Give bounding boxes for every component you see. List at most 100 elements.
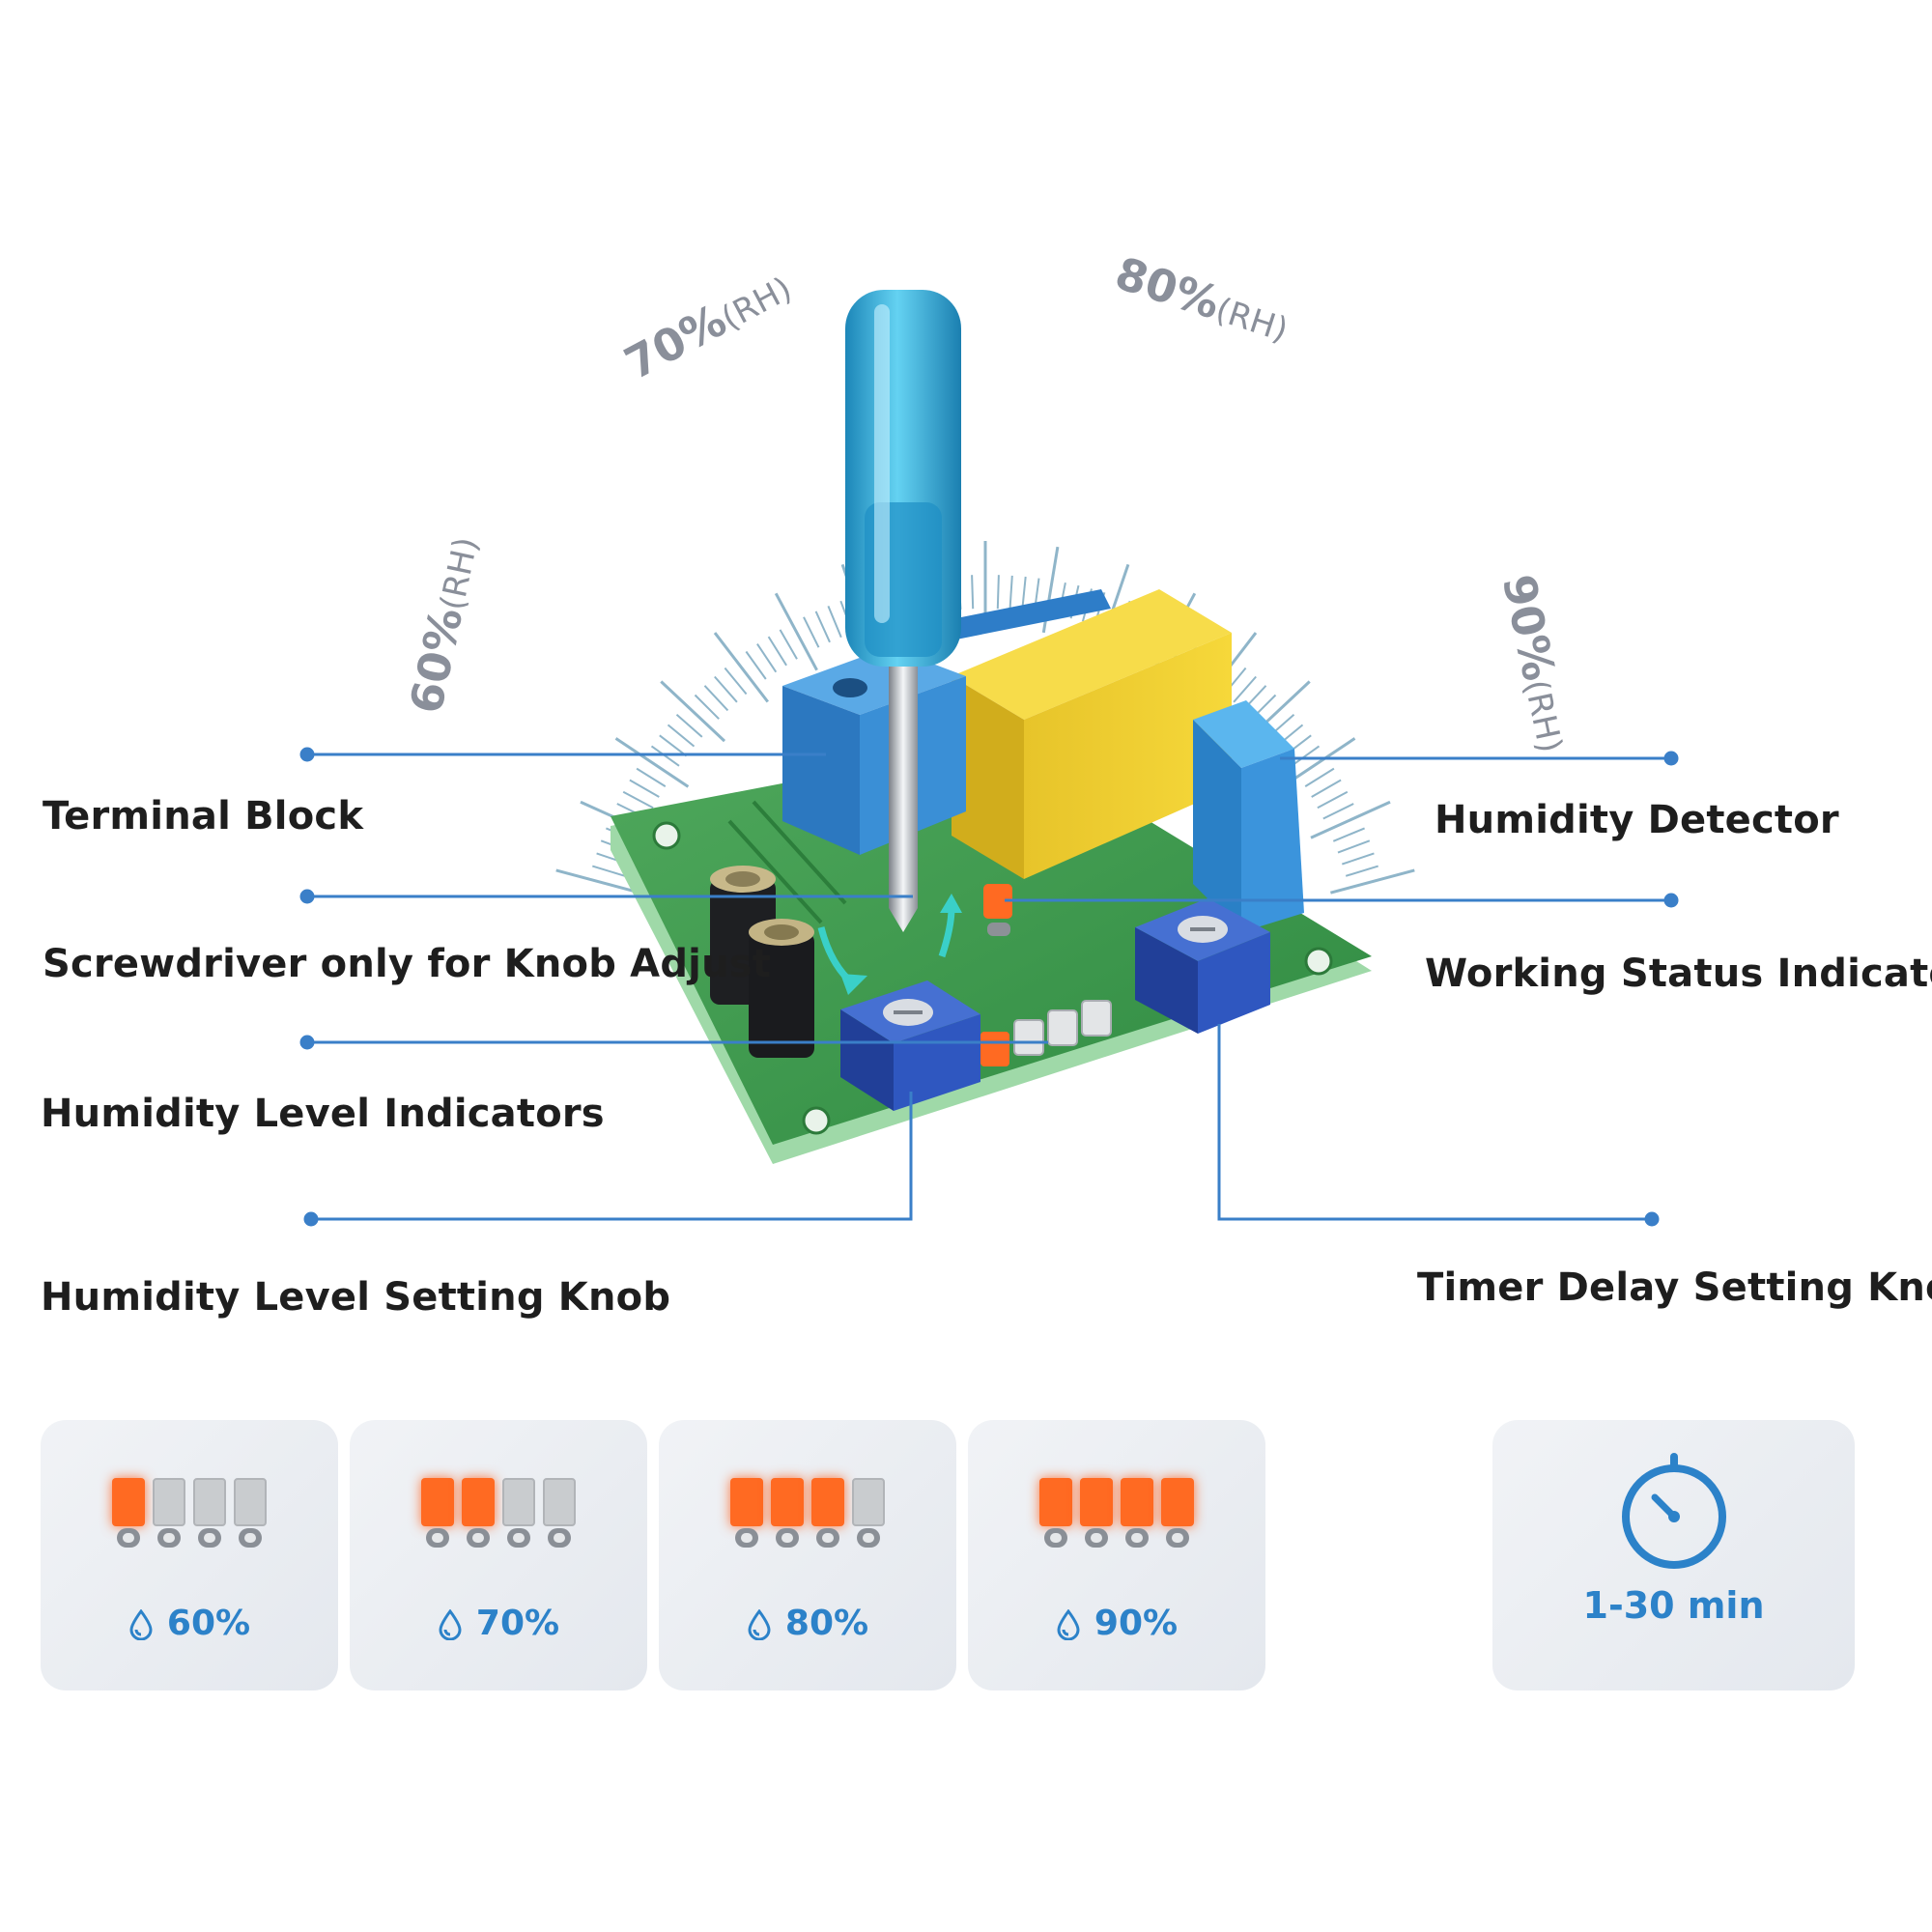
water-drop-icon [129, 1609, 153, 1640]
level-value: 70% [475, 1604, 560, 1643]
gauge-tick [660, 680, 726, 743]
capacitors [710, 866, 814, 1058]
led-indicator [112, 1478, 145, 1551]
gauge-tick [1345, 865, 1378, 877]
water-drop-icon [1057, 1609, 1080, 1640]
level-value: 80% [784, 1604, 869, 1643]
led-indicator [1080, 1478, 1113, 1551]
gauge-tick [774, 592, 818, 671]
gauge-tick [1322, 803, 1354, 820]
humidity-detector [1193, 700, 1304, 932]
gauge-tick [675, 714, 703, 738]
gauge-tick [814, 611, 831, 643]
gauge-tick [1304, 767, 1335, 787]
led-indicator [1161, 1478, 1194, 1551]
working-status-led [983, 884, 1012, 936]
gauge-tick [996, 575, 1000, 610]
working-status-indicator-label: Working Status Indicator [1425, 952, 1932, 996]
svg-text:60%(RH): 60%(RH) [400, 531, 488, 718]
led-indicator [153, 1478, 185, 1551]
led-indicator [1121, 1478, 1153, 1551]
water-drop-icon [439, 1609, 462, 1640]
led-indicator [852, 1478, 885, 1551]
led-indicator [234, 1478, 267, 1551]
rotation-arrows-icon [817, 894, 962, 995]
level-leds [41, 1478, 338, 1551]
terminal-block-label: Terminal Block [43, 794, 364, 838]
timer-delay-knob [1135, 898, 1270, 1034]
gauge-tick [555, 868, 640, 895]
relay [952, 589, 1232, 879]
screwdriver-label: Screwdriver only for Knob Adjust [43, 942, 772, 986]
gauge-tick [745, 650, 767, 680]
led-indicator [193, 1478, 226, 1551]
level-card-70: 70% [350, 1420, 647, 1690]
led-indicator [543, 1478, 576, 1551]
board-level-leds [980, 1000, 1112, 1066]
gauge-tick [614, 737, 690, 788]
gauge-tick [1233, 675, 1257, 703]
gauge-tick [694, 694, 720, 720]
gauge-tick [1337, 839, 1371, 854]
gauge-tick [1330, 868, 1415, 895]
gauge-tick [1291, 745, 1321, 767]
gauge-label-90: 90%(RH) [1492, 570, 1580, 756]
level-value: 60% [166, 1604, 251, 1643]
gauge-tick [622, 790, 654, 810]
level-value: 90% [1094, 1604, 1179, 1643]
gauge-tick [636, 767, 667, 787]
gauge-tick [592, 865, 626, 877]
gauge-tick [724, 667, 748, 696]
timer-card: 1-30 min [1492, 1420, 1855, 1690]
svg-text:80%(RH): 80%(RH) [1109, 246, 1295, 352]
humidity-level-knob [840, 980, 980, 1111]
gauge-tick [1009, 575, 1013, 610]
gauge-tick [1311, 779, 1342, 798]
gauge-tick [650, 745, 680, 767]
humidity-level-indicators-label: Humidity Level Indicators [41, 1092, 605, 1136]
gauge-tick [803, 616, 820, 648]
screwdriver [845, 290, 961, 932]
led-indicator [1039, 1478, 1072, 1551]
led-indicator [502, 1478, 535, 1551]
gauge-tick [659, 734, 688, 757]
gauge-tick [1310, 800, 1391, 839]
svg-text:70%(RH): 70%(RH) [616, 259, 799, 389]
water-drop-icon [748, 1609, 771, 1640]
gauge-tick [667, 724, 696, 748]
gauge-label-60: 60%(RH) [400, 531, 488, 719]
gauge-tick [827, 606, 842, 639]
gauge-tick [714, 675, 738, 703]
stopwatch-icon [1622, 1453, 1726, 1569]
gauge-tick [1021, 576, 1027, 611]
level-card-80: 80% [659, 1420, 956, 1690]
gauge-tick [971, 575, 975, 610]
led-indicator [771, 1478, 804, 1551]
gauge-tick [756, 643, 778, 673]
gauge-label-80: 80%(RH) [1109, 246, 1295, 352]
gauge-tick [767, 636, 787, 667]
gauge-tick [1332, 827, 1365, 842]
level-leds [968, 1478, 1265, 1551]
level-leds [659, 1478, 956, 1551]
gauge-label-70: 70%(RH) [616, 259, 799, 389]
led-indicator [811, 1478, 844, 1551]
led-indicator [421, 1478, 454, 1551]
gauge-tick [1317, 790, 1349, 810]
led-indicator [730, 1478, 763, 1551]
gauge-tick [1341, 852, 1375, 866]
gauge-tick [629, 779, 660, 798]
timer-delay-setting-knob-label: Timer Delay Setting Knob [1417, 1265, 1932, 1310]
svg-text:90%(RH): 90%(RH) [1492, 570, 1580, 756]
leader-lines [299, 747, 1679, 1227]
level-leds [350, 1478, 647, 1551]
gauge-tick [779, 629, 798, 660]
gauge-tick [713, 632, 769, 703]
level-card-60: 60% [41, 1420, 338, 1690]
gauge-tick [703, 685, 729, 712]
humidity-detector-label: Humidity Detector [1435, 798, 1839, 842]
led-indicator [462, 1478, 495, 1551]
timer-value: 1-30 min [1582, 1584, 1765, 1627]
